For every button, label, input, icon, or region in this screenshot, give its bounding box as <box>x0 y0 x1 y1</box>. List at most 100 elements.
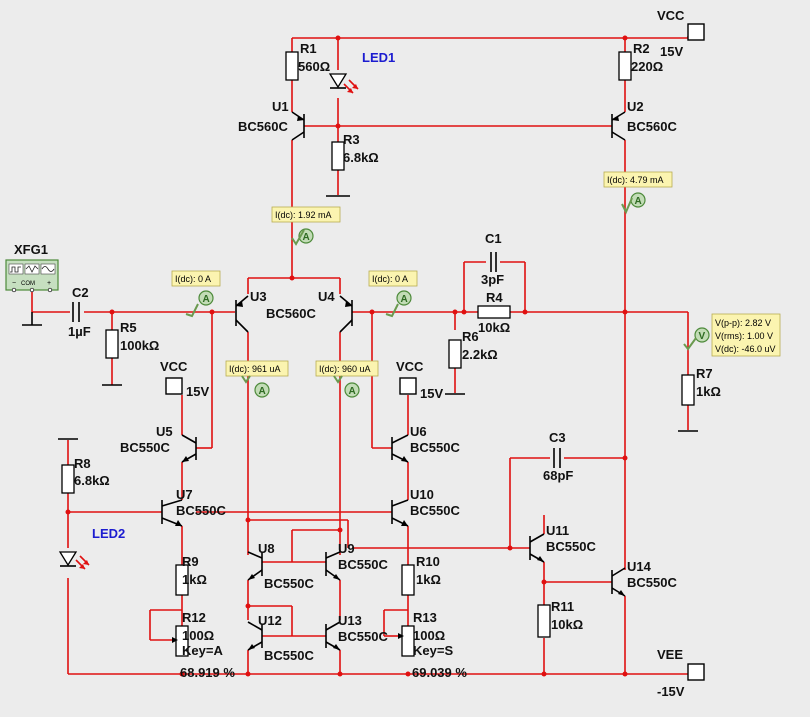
transistor-u8[interactable]: U8 BC550C <box>247 541 314 591</box>
svg-text:15V: 15V <box>420 386 443 401</box>
svg-text:−: − <box>12 280 16 287</box>
svg-text:BC560C: BC560C <box>627 119 677 134</box>
svg-text:-15V: -15V <box>657 684 685 699</box>
vcc-right-symbol: VCC 15V <box>396 359 443 401</box>
svg-text:100Ω: 100Ω <box>413 628 445 643</box>
svg-text:LED2: LED2 <box>92 526 125 541</box>
vcc-left-symbol: VCC 15V <box>160 359 209 399</box>
svg-text:R10: R10 <box>416 554 440 569</box>
svg-text:BC550C: BC550C <box>410 503 460 518</box>
transistor-u4[interactable]: U4 BC560C <box>266 289 353 333</box>
capacitor-c3[interactable]: C3 68pF <box>543 430 573 483</box>
svg-text:COM: COM <box>21 281 35 287</box>
transistor-u2[interactable]: U2 BC560C <box>611 99 677 141</box>
probe-input-right-current[interactable]: I(dc): 0 A A <box>368 270 418 318</box>
function-generator-xfg1[interactable]: XFG1 − COM + <box>5 242 59 293</box>
resistor-r3[interactable]: R3 6.8kΩ <box>331 132 379 171</box>
probe-960ua[interactable]: I(dc): 960 uA A <box>315 360 379 398</box>
svg-text:C2: C2 <box>72 285 89 300</box>
svg-text:A: A <box>401 294 408 305</box>
resistor-r6[interactable]: R6 2.2kΩ <box>448 329 498 369</box>
svg-text:R1: R1 <box>300 41 317 56</box>
svg-text:U5: U5 <box>156 424 173 439</box>
transistor-u5[interactable]: U5 BC550C <box>120 424 197 463</box>
resistor-r10[interactable]: R10 1kΩ <box>401 554 441 596</box>
svg-text:A: A <box>259 386 266 397</box>
potentiometer-r13[interactable]: R13 100Ω Key=S 69.039 % <box>398 610 467 680</box>
svg-text:U11: U11 <box>546 523 569 538</box>
svg-text:2.2kΩ: 2.2kΩ <box>462 347 498 362</box>
svg-text:3pF: 3pF <box>481 272 504 287</box>
svg-text:BC550C: BC550C <box>410 440 460 455</box>
svg-text:BC550C: BC550C <box>120 440 170 455</box>
capacitor-c1[interactable]: C1 3pF <box>481 231 504 287</box>
svg-text:220Ω: 220Ω <box>631 59 663 74</box>
transistor-u1[interactable]: U1 BC560C <box>238 99 305 141</box>
svg-text:15V: 15V <box>186 384 209 399</box>
svg-text:1µF: 1µF <box>68 324 91 339</box>
svg-text:I(dc): 0 A: I(dc): 0 A <box>175 274 211 284</box>
svg-text:U1: U1 <box>272 99 289 114</box>
svg-text:BC550C: BC550C <box>546 539 596 554</box>
svg-text:BC550C: BC550C <box>338 629 388 644</box>
transistor-u13[interactable]: U13 BC550C <box>325 613 388 651</box>
svg-text:100Ω: 100Ω <box>182 628 214 643</box>
resistor-r5[interactable]: R5 100kΩ <box>105 320 159 359</box>
transistor-u3[interactable]: U3 <box>235 289 267 333</box>
transistor-u7[interactable]: U7 BC550C <box>161 487 226 527</box>
transistor-u9[interactable]: U9 BC550C <box>325 541 388 581</box>
svg-text:U9: U9 <box>338 541 355 556</box>
probe-input-left-current[interactable]: I(dc): 0 A A <box>171 270 221 318</box>
led1[interactable]: LED1 <box>328 50 395 94</box>
probe-961ua[interactable]: I(dc): 961 uA A <box>225 360 289 398</box>
transistor-u10[interactable]: U10 BC550C <box>391 487 460 527</box>
svg-text:69.039 %: 69.039 % <box>412 665 467 680</box>
svg-text:15V: 15V <box>660 44 683 59</box>
resistor-r7[interactable]: R7 1kΩ <box>681 366 721 406</box>
vee-symbol: VEE -15V <box>657 647 705 699</box>
svg-text:68pF: 68pF <box>543 468 573 483</box>
svg-text:R2: R2 <box>633 41 650 56</box>
svg-text:V: V <box>699 331 706 342</box>
probe-output-voltage[interactable]: V(p-p): 2.82 V V(rms): 1.00 V V(dc): -46… <box>683 313 781 357</box>
svg-text:U4: U4 <box>318 289 335 304</box>
svg-text:C1: C1 <box>485 231 502 246</box>
svg-text:BC550C: BC550C <box>264 648 314 663</box>
svg-text:R13: R13 <box>413 610 437 625</box>
svg-text:10kΩ: 10kΩ <box>478 320 510 335</box>
svg-text:XFG1: XFG1 <box>14 242 48 257</box>
junctions <box>65 35 628 677</box>
resistor-r8[interactable]: R8 6.8kΩ <box>61 456 110 494</box>
transistor-u11[interactable]: U11 BC550C <box>529 523 596 563</box>
svg-text:BC550C: BC550C <box>176 503 226 518</box>
svg-text:U7: U7 <box>176 487 193 502</box>
transistor-u12[interactable]: U12 BC550C <box>247 613 314 663</box>
svg-text:1kΩ: 1kΩ <box>416 572 441 587</box>
svg-text:A: A <box>635 196 642 207</box>
resistor-r9[interactable]: R9 1kΩ <box>175 554 207 596</box>
svg-text:U6: U6 <box>410 424 427 439</box>
transistor-u6[interactable]: U6 BC550C <box>391 424 460 463</box>
probe-u1-current[interactable]: I(dc): 1.92 mA A <box>271 206 341 246</box>
resistor-r4[interactable]: R4 10kΩ <box>477 290 511 335</box>
svg-text:U8: U8 <box>258 541 275 556</box>
resistor-r11[interactable]: R11 10kΩ <box>537 599 583 638</box>
led2[interactable]: LED2 <box>58 526 125 570</box>
resistor-r1[interactable]: R1 560Ω <box>285 41 330 81</box>
ground-symbols <box>22 195 698 440</box>
transistor-u14[interactable]: U14 BC550C <box>611 559 677 597</box>
svg-text:U13: U13 <box>338 613 362 628</box>
svg-text:BC560C: BC560C <box>238 119 288 134</box>
svg-text:+: + <box>47 280 51 287</box>
probe-u2-current[interactable]: I(dc): 4.79 mA A <box>603 171 673 215</box>
svg-text:U3: U3 <box>250 289 267 304</box>
svg-text:R3: R3 <box>343 132 360 147</box>
svg-text:U14: U14 <box>627 559 652 574</box>
svg-text:A: A <box>203 294 210 305</box>
capacitor-c2[interactable]: C2 1µF <box>68 285 91 339</box>
svg-text:VEE: VEE <box>657 647 683 662</box>
potentiometer-r12[interactable]: R12 100Ω Key=A 68.919 % <box>172 610 235 680</box>
svg-text:I(dc): 0 A: I(dc): 0 A <box>372 274 408 284</box>
resistor-r2[interactable]: R2 220Ω <box>618 41 663 81</box>
svg-text:560Ω: 560Ω <box>298 59 330 74</box>
